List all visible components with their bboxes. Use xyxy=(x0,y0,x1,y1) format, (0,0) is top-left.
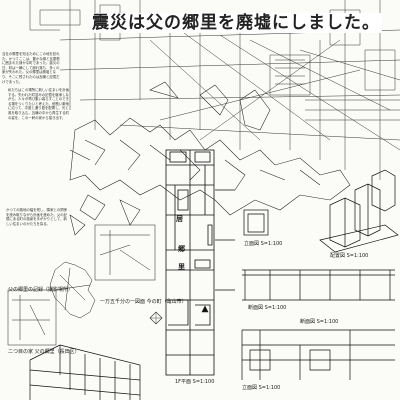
elevation-drawings xyxy=(241,209,395,380)
elevation-caption: 立面図 S=1:100 xyxy=(242,385,281,391)
section-caption-2: 断面図 S=1:100 xyxy=(248,305,287,311)
map-caption: 一万五千分の一図面 今の町（亀山市） xyxy=(100,299,187,305)
rubble-pile xyxy=(69,81,351,236)
room-label-3: 里 xyxy=(178,263,185,271)
axonometric-blocks xyxy=(319,169,399,253)
area-map xyxy=(7,224,156,346)
text-column-3: かつての路地の幅を残し、隣家との関係を読み取りながら計画を進めた。父の記憶にある… xyxy=(6,208,68,226)
section-caption-3: 断面図 S=1:100 xyxy=(300,319,339,325)
floor-plan-long-house xyxy=(165,149,235,376)
room-label-2: 郷 xyxy=(178,245,185,253)
ruin-perspective-sketch xyxy=(29,0,400,180)
sheet-title: 震災は父の郷里を廃墟にしました。 xyxy=(90,13,382,33)
section-caption-1: 立面図 S=1:100 xyxy=(244,241,283,247)
photo-caption: 父の郷里の記録（撮影場所） xyxy=(8,287,74,293)
marker-icon xyxy=(201,305,209,313)
text-column-2: 私たちはこの場所に新しい住まいを計画する。失われた町並みの記憶を継承しながら、人… xyxy=(8,88,70,120)
site-caption: 二つ目の家 父の郷里（長田区） xyxy=(8,349,80,355)
text-column-1: 当社の郷里を知るためにこの地を訪れた。かつてここは、豊かな緑と瓦屋根に囲まれた静… xyxy=(2,52,60,84)
axon-caption: 配置図 S=1:100 xyxy=(330,253,369,259)
room-label-1: 居 xyxy=(176,215,183,223)
plan-caption: 1F平面 S=1:100 xyxy=(175,379,215,385)
section-perspective xyxy=(29,344,141,400)
